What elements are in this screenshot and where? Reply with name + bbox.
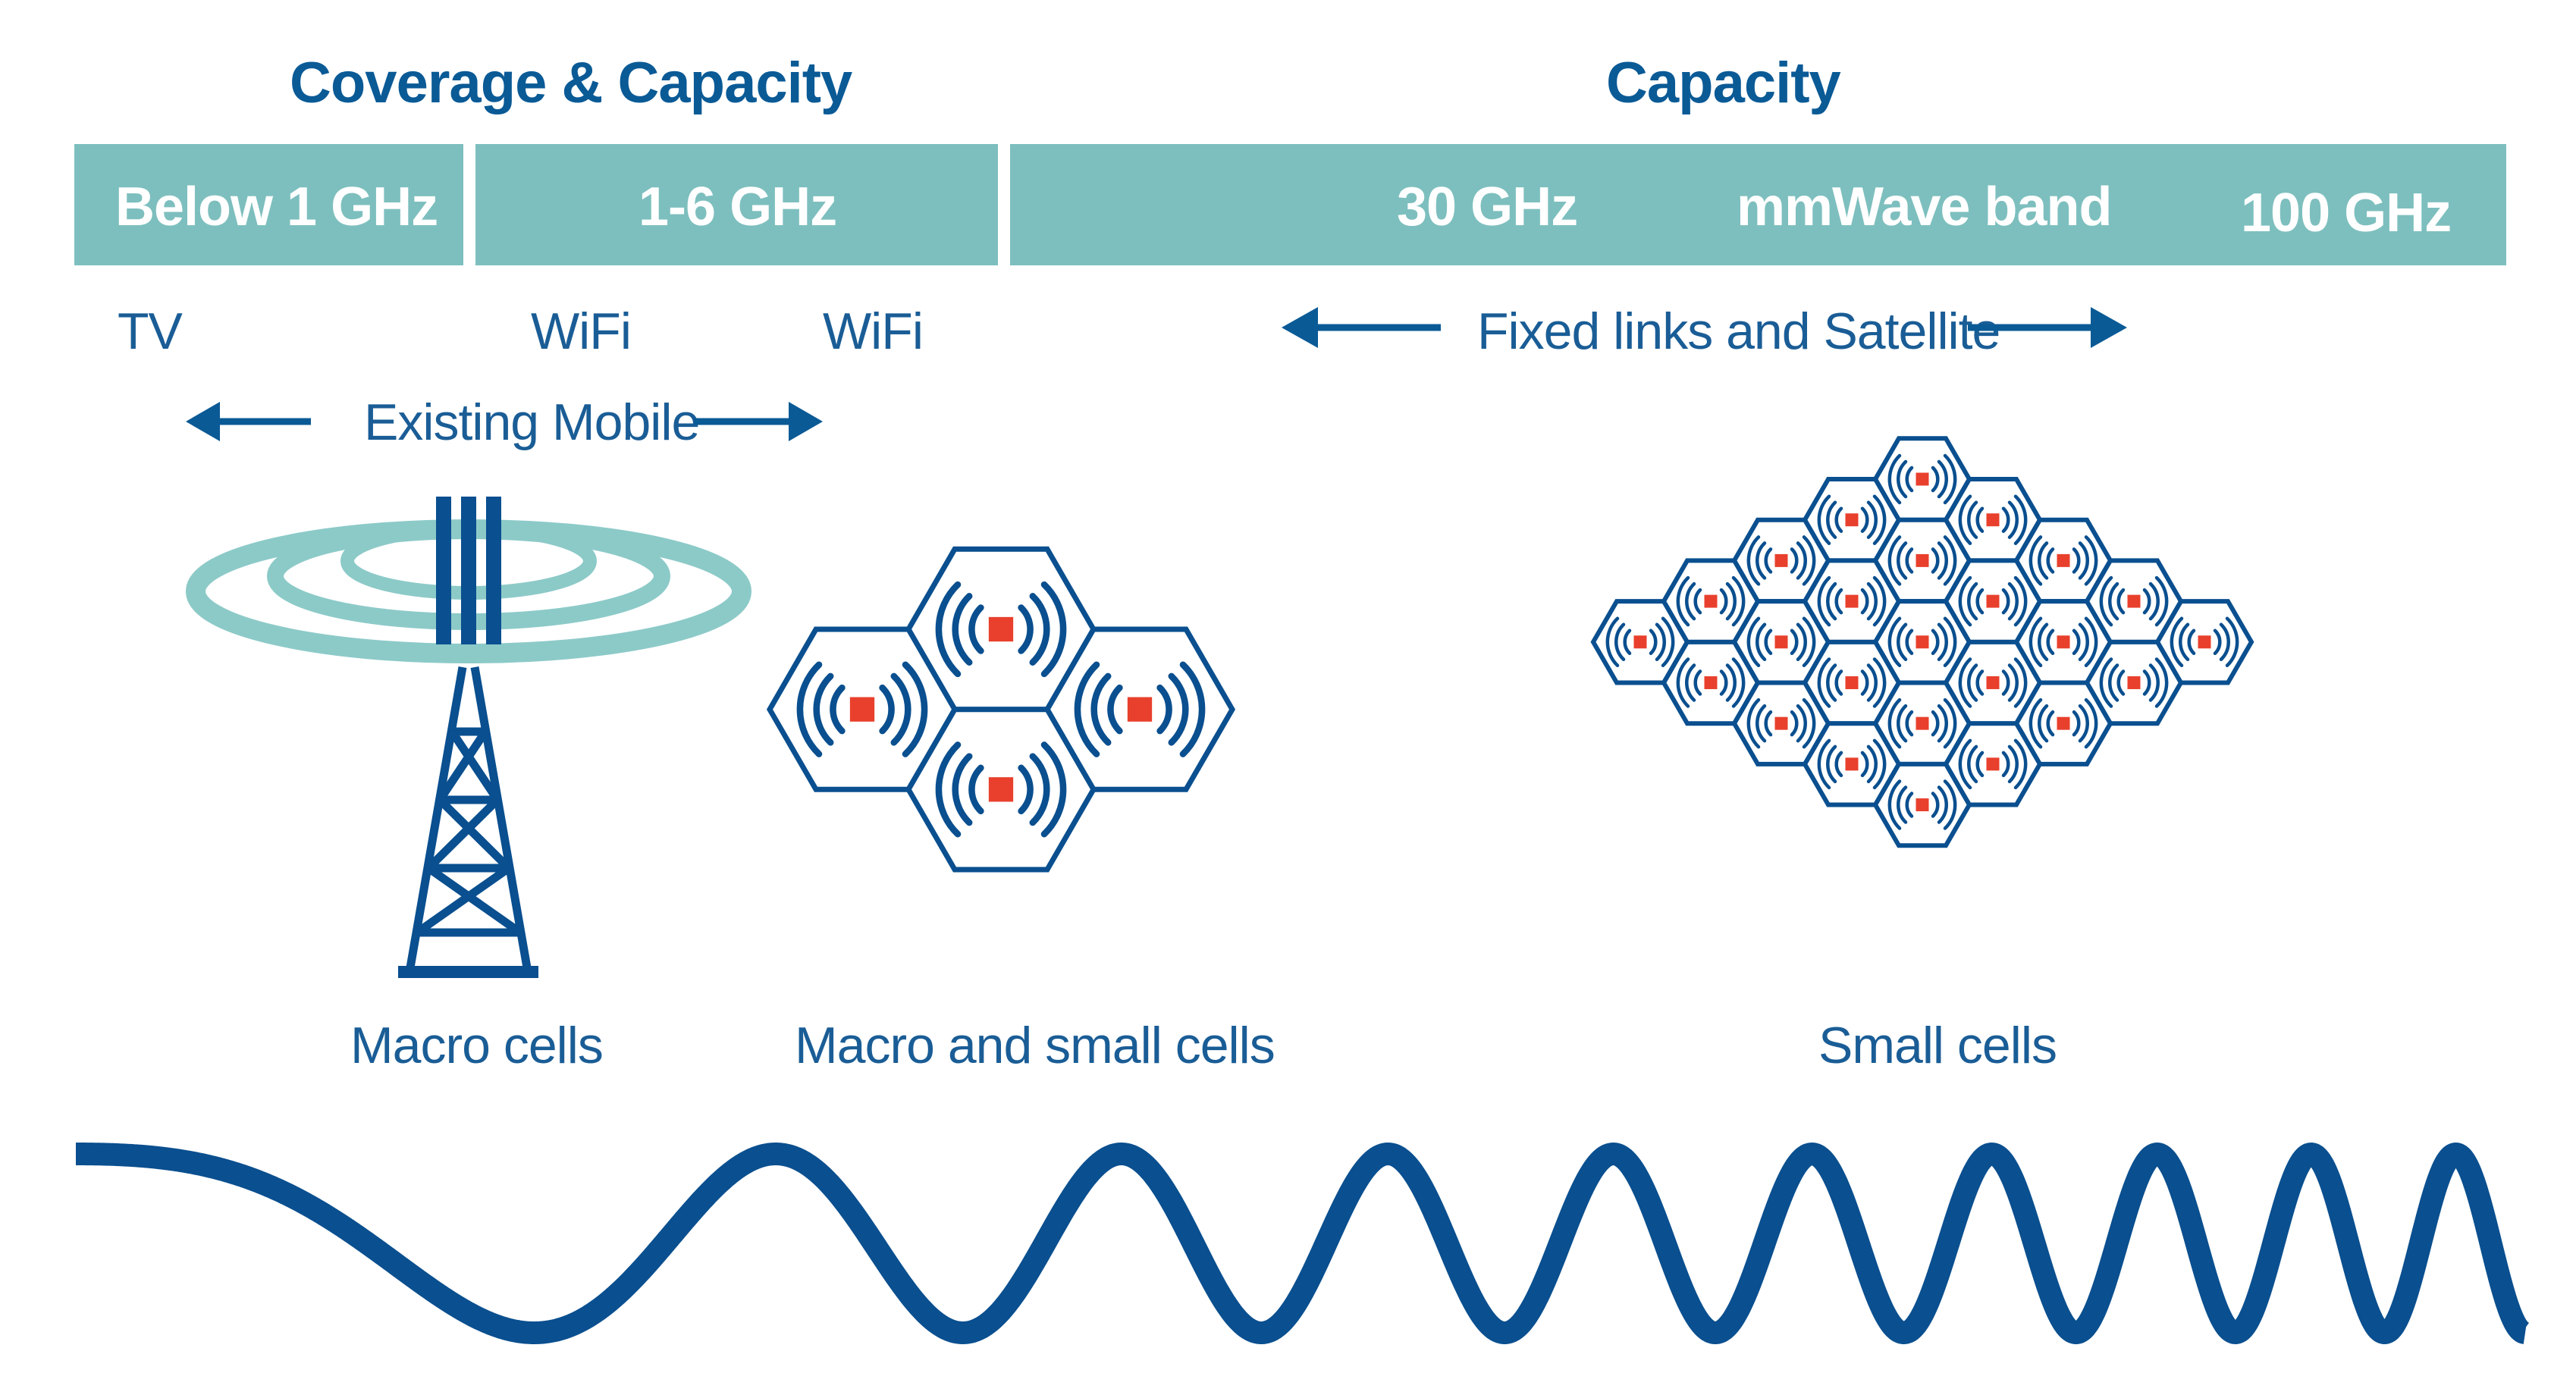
use-label-fixed-links-satellite: Fixed links and Satellite xyxy=(1477,303,2000,360)
use-label-wifi-1: WiFi xyxy=(531,303,632,360)
small-hex-cell xyxy=(1872,761,1972,848)
macro-small-hex-cell xyxy=(905,707,1097,873)
heading-coverage-capacity: Coverage & Capacity xyxy=(290,51,852,115)
band-label-mmwave: mmWave band xyxy=(1737,177,2112,237)
frequency-wave xyxy=(66,1143,2535,1344)
existing-mobile-left-arrow-icon xyxy=(186,402,311,441)
macro-tower-icon xyxy=(186,497,751,978)
band-mmwave xyxy=(1010,144,2506,265)
small-cells-cluster xyxy=(1590,436,2254,848)
small-hex-cell xyxy=(1802,558,1902,644)
caption-macro-cells: Macro cells xyxy=(350,1017,604,1074)
caption-macro-small-cells: Macro and small cells xyxy=(795,1017,1275,1074)
use-label-existing-mobile: Existing Mobile xyxy=(364,393,700,451)
band-label-1-6ghz: 1-6 GHz xyxy=(639,177,837,237)
band-1-6ghz xyxy=(475,144,998,265)
band-label-30ghz: 30 GHz xyxy=(1397,177,1578,237)
fixed-links-left-arrow-icon xyxy=(1282,307,1441,348)
caption-small-cells: Small cells xyxy=(1818,1017,2057,1074)
small-hex-cell xyxy=(1943,558,2043,644)
heading-capacity: Capacity xyxy=(1606,51,1841,115)
use-label-tv: TV xyxy=(118,303,183,360)
band-label-100ghz: 100 GHz xyxy=(2241,183,2452,243)
band-below-1ghz xyxy=(74,144,463,265)
macro-small-cells-cluster xyxy=(766,546,1236,873)
band-label-below-1ghz: Below 1 GHz xyxy=(115,177,438,237)
existing-mobile-right-arrow-icon xyxy=(694,402,823,441)
small-hex-cell xyxy=(2084,558,2184,644)
small-hex-cell xyxy=(1661,558,1761,644)
fixed-links-right-arrow-icon xyxy=(1968,307,2127,348)
use-label-wifi-2: WiFi xyxy=(823,303,924,360)
